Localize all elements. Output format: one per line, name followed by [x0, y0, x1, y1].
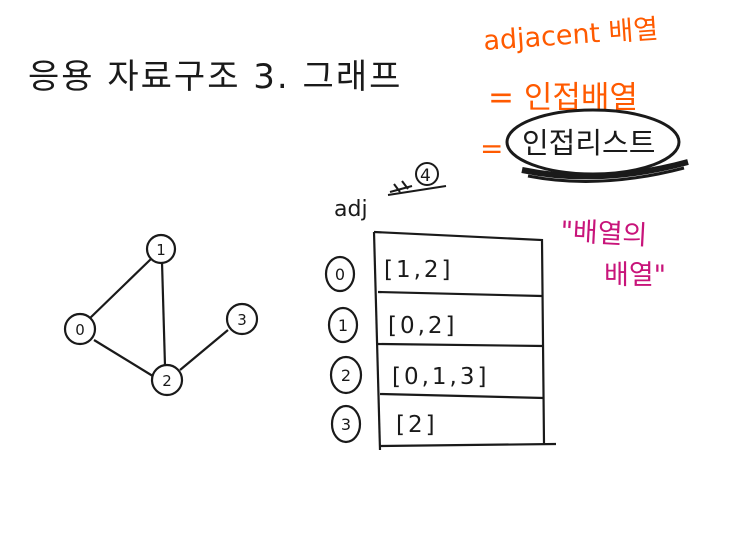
graph-node-2: 2 [150, 363, 184, 397]
table-row-1-value: [0,2] [388, 313, 458, 339]
table-index-3-label: 3 [341, 415, 351, 434]
table-index-1-label: 1 [338, 316, 348, 335]
adj-count: 4 [420, 166, 431, 186]
page-title: 응용 자료구조 3. 그래프 [28, 57, 402, 97]
table-index-2: 2 [329, 355, 363, 395]
table-row-2-value: [0,1,3] [392, 364, 489, 390]
adjacency-list-highlight [505, 108, 689, 183]
note-array-of-arrays-1: "배열의 [560, 216, 648, 252]
table-index-0-label: 0 [335, 265, 345, 284]
graph-node-0: 0 [63, 312, 97, 346]
note-adjacency-list: 인접리스트 [522, 126, 655, 160]
note-equals: = [480, 132, 503, 165]
graph-node-1-label: 1 [156, 241, 166, 259]
edge-2-3 [179, 329, 229, 371]
table-row-0-value: [1,2] [384, 257, 454, 283]
table-index-3: 3 [330, 404, 362, 444]
graph-node-3-label: 3 [237, 311, 247, 329]
edge-1-2 [160, 261, 167, 367]
graph-node-3: 3 [225, 302, 259, 336]
graph-node-1: 1 [145, 233, 177, 265]
graph-node-2-label: 2 [162, 372, 172, 390]
adj-count-annotation [387, 162, 447, 196]
graph-edges [87, 257, 229, 379]
edge-0-1 [87, 257, 153, 321]
table-index-1: 1 [327, 306, 359, 344]
table-index-0: 0 [324, 255, 356, 293]
graph-node-0-label: 0 [75, 321, 85, 339]
table-index-2-label: 2 [341, 366, 351, 385]
note-adjacent-array: adjacent 배열 [482, 14, 659, 57]
adjacency-table [372, 230, 557, 451]
adj-label: adj [334, 197, 368, 222]
table-row-3-value: [2] [396, 412, 438, 438]
note-array-of-arrays-2: 배열" [604, 260, 666, 291]
edge-0-2 [93, 339, 157, 379]
